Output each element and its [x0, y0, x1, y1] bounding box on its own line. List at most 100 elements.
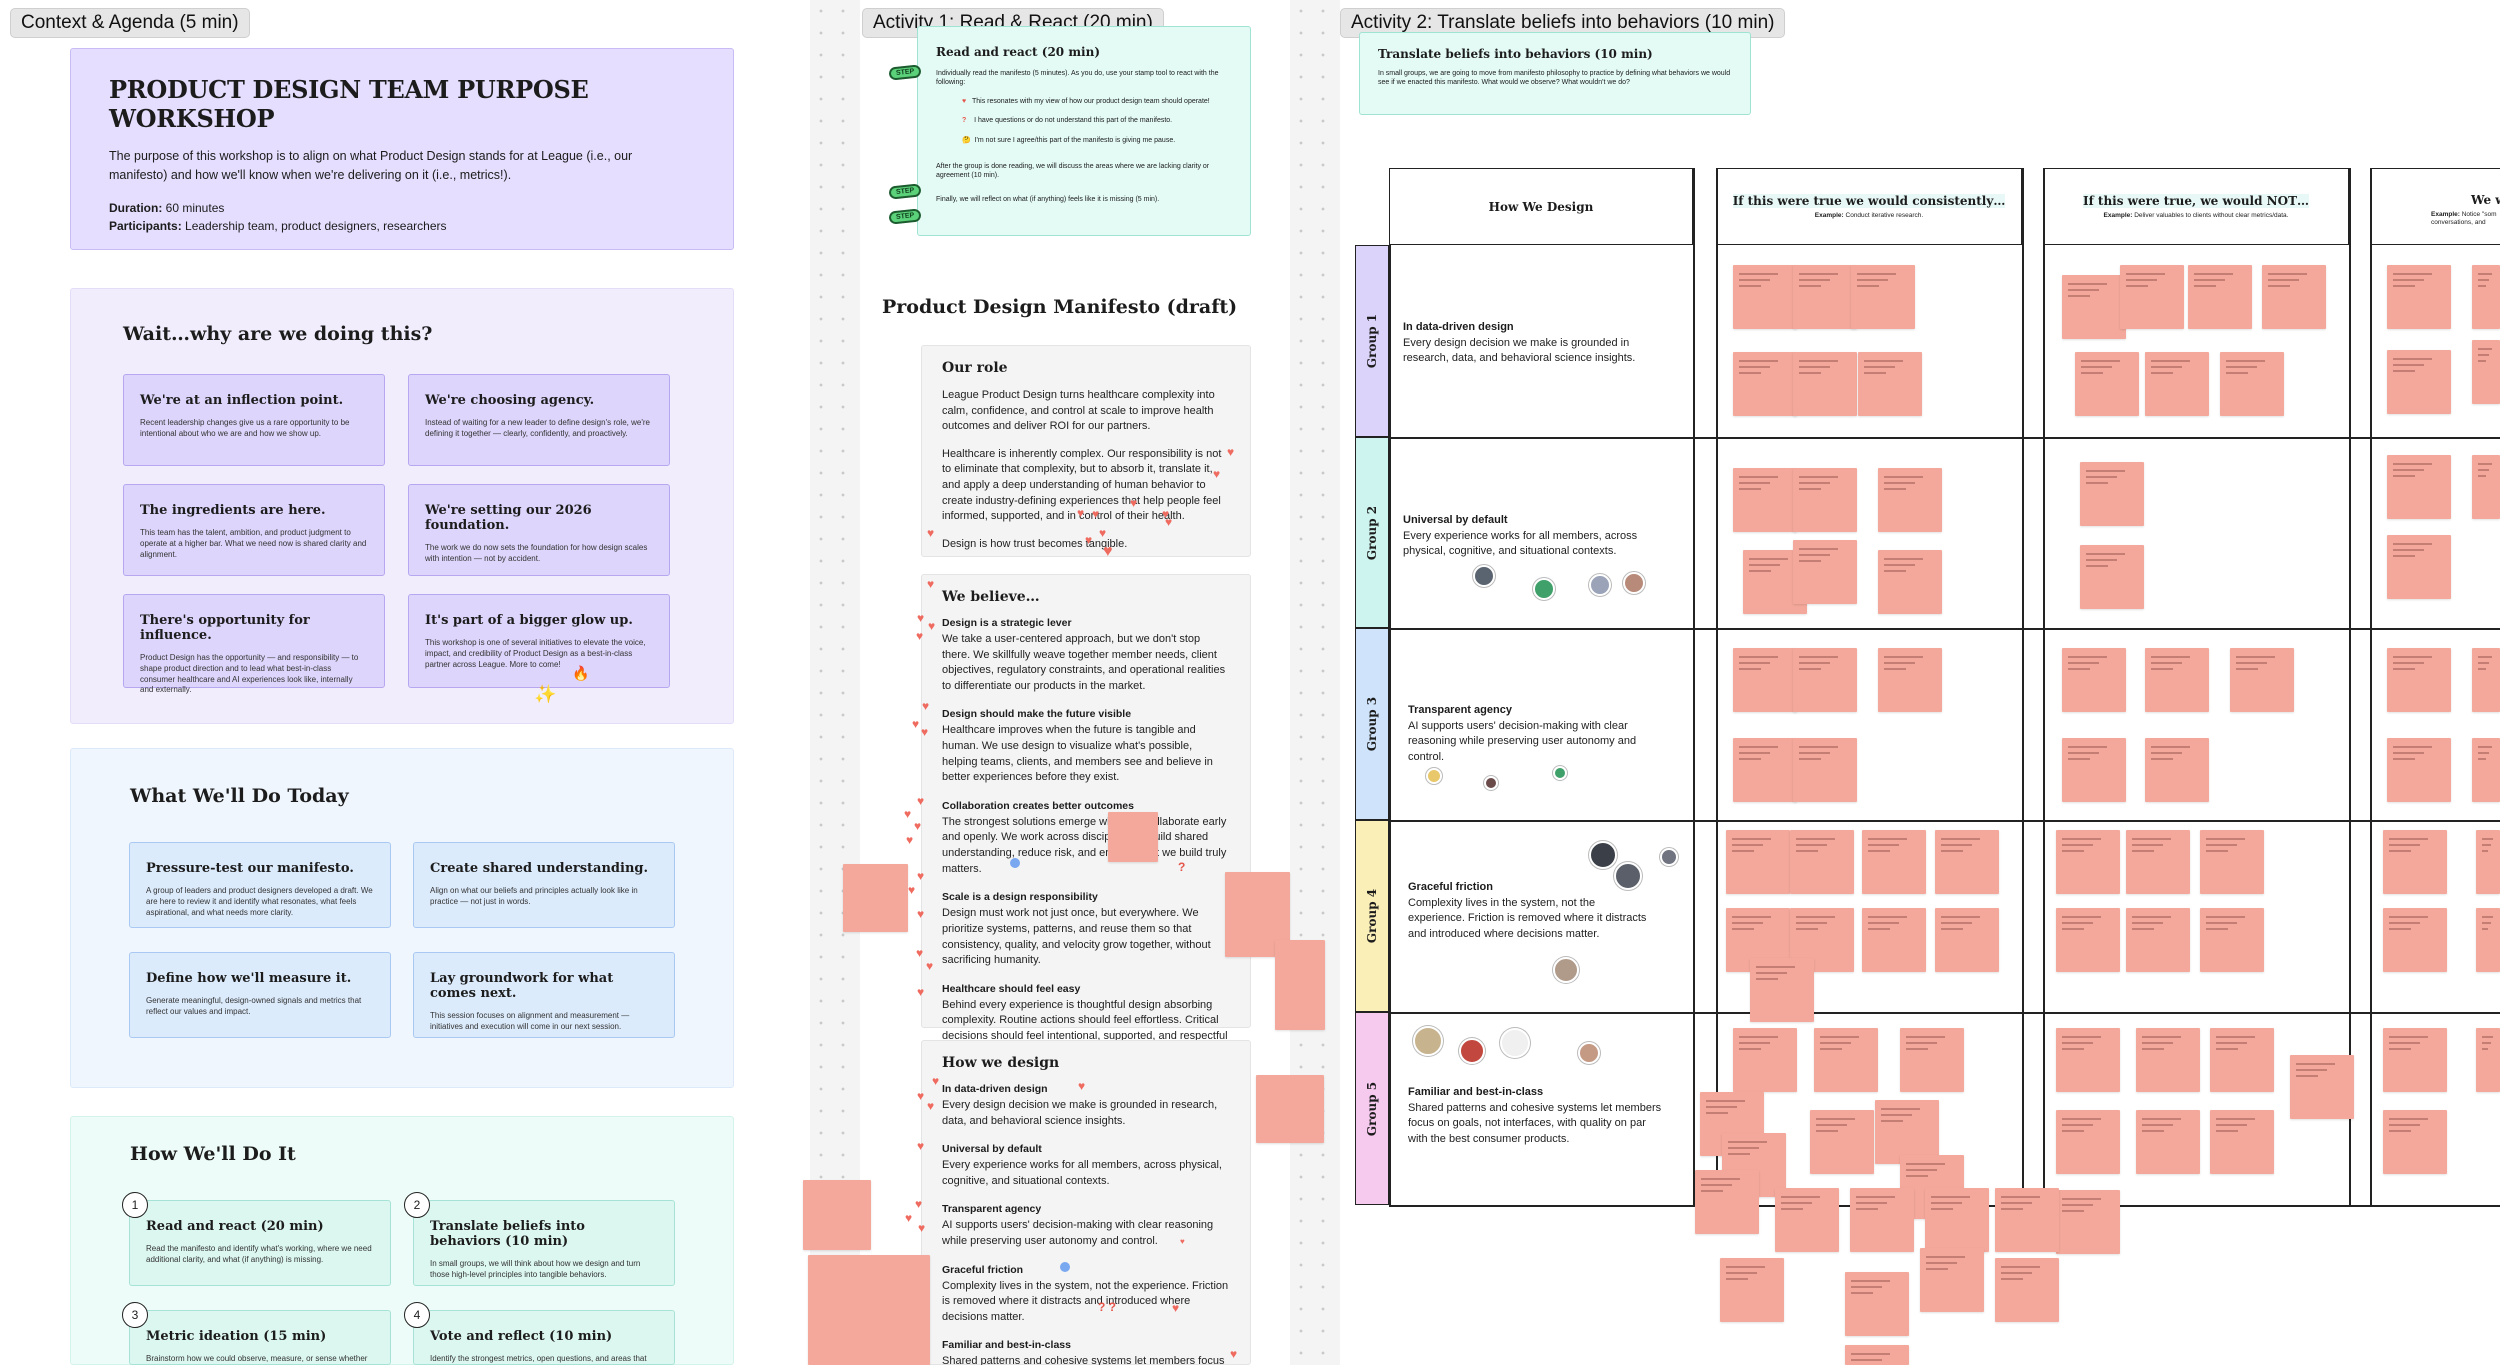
- section-label-context[interactable]: Context & Agenda (5 min): [10, 8, 250, 38]
- behavior-sticky[interactable]: [1720, 1258, 1784, 1322]
- comment-sticky[interactable]: [1256, 1075, 1324, 1143]
- heart-reaction-icon[interactable]: ♥: [917, 1089, 925, 1103]
- behavior-sticky[interactable]: [1862, 908, 1926, 972]
- behavior-sticky[interactable]: [1733, 1028, 1797, 1092]
- behavior-sticky[interactable]: [2383, 830, 2447, 894]
- behavior-sticky[interactable]: [1878, 648, 1942, 712]
- participant-avatar[interactable]: [1533, 578, 1555, 600]
- behavior-sticky[interactable]: [2387, 350, 2451, 414]
- behavior-sticky[interactable]: [2056, 1110, 2120, 1174]
- heart-reaction-icon[interactable]: ♥: [932, 1074, 940, 1088]
- heart-reaction-icon[interactable]: ♥: [922, 699, 930, 713]
- heart-reaction-icon[interactable]: ♥: [927, 577, 935, 591]
- heart-reaction-icon[interactable]: ♥: [917, 869, 925, 883]
- comment-sticky[interactable]: [1108, 812, 1158, 862]
- behavior-sticky[interactable]: [2383, 1028, 2447, 1092]
- comment-sticky[interactable]: [803, 1180, 871, 1250]
- behavior-sticky[interactable]: [2136, 1028, 2200, 1092]
- how-step-4[interactable]: Vote and reflect (10 min)Identify the st…: [413, 1310, 675, 1365]
- heart-reaction-icon[interactable]: ♥: [917, 985, 925, 999]
- behavior-sticky[interactable]: [2383, 908, 2447, 972]
- behavior-sticky[interactable]: [1995, 1258, 2059, 1322]
- today-card-1[interactable]: Pressure-test our manifesto.A group of l…: [129, 842, 391, 928]
- heart-reaction-icon[interactable]: ♥: [921, 725, 929, 739]
- behavior-sticky[interactable]: [2476, 908, 2500, 972]
- activity2-instructions[interactable]: Translate beliefs into behaviors (10 min…: [1359, 32, 1751, 115]
- participant-avatar[interactable]: [1426, 768, 1442, 784]
- behavior-sticky[interactable]: [2210, 1028, 2274, 1092]
- instructions-card[interactable]: Read and react (20 min) Individually rea…: [917, 26, 1251, 236]
- behavior-sticky[interactable]: [2136, 1110, 2200, 1174]
- behavior-sticky[interactable]: [1793, 352, 1857, 416]
- behavior-sticky[interactable]: [1878, 468, 1942, 532]
- behavior-sticky[interactable]: [1733, 468, 1797, 532]
- heart-reaction-icon[interactable]: ♥: [914, 819, 922, 833]
- behavior-sticky[interactable]: [1790, 830, 1854, 894]
- behavior-sticky[interactable]: [2220, 352, 2284, 416]
- heart-reaction-icon[interactable]: ♥: [904, 807, 912, 821]
- heart-reaction-icon[interactable]: ♥: [1180, 1237, 1185, 1246]
- participant-avatar[interactable]: [1553, 766, 1567, 780]
- behavior-sticky[interactable]: [1878, 550, 1942, 614]
- participant-avatar[interactable]: [1459, 1038, 1485, 1064]
- why-card-5[interactable]: There's opportunity for influence.Produc…: [123, 594, 385, 694]
- why-card-1[interactable]: We're at an inflection point.Recent lead…: [123, 374, 385, 466]
- hero-card[interactable]: PRODUCT DESIGN TEAM PURPOSE WORKSHOP The…: [70, 48, 734, 250]
- behavior-sticky[interactable]: [2056, 908, 2120, 972]
- how-step-3[interactable]: Metric ideation (15 min)Brainstorm how w…: [129, 1310, 391, 1365]
- how-step-2[interactable]: Translate beliefs into behaviors (10 min…: [413, 1200, 675, 1286]
- heart-reaction-icon[interactable]: ♥: [905, 1211, 913, 1225]
- behavior-sticky[interactable]: [1845, 1345, 1909, 1365]
- behavior-sticky[interactable]: [1793, 540, 1857, 604]
- heart-reaction-icon[interactable]: ♥: [1213, 467, 1221, 481]
- behavior-sticky[interactable]: [2472, 738, 2500, 802]
- behavior-sticky[interactable]: [2472, 455, 2500, 519]
- heart-reaction-icon[interactable]: ♥: [1085, 533, 1093, 547]
- behavior-sticky[interactable]: [1733, 648, 1797, 712]
- behavior-sticky[interactable]: [1793, 738, 1857, 802]
- why-card-2[interactable]: We're choosing agency.Instead of waiting…: [408, 374, 670, 466]
- behavior-sticky[interactable]: [2200, 830, 2264, 894]
- heart-reaction-icon[interactable]: ♥: [1227, 445, 1235, 459]
- behavior-sticky[interactable]: [2126, 830, 2190, 894]
- participant-avatar[interactable]: [1614, 862, 1642, 890]
- participant-avatar[interactable]: [1589, 574, 1611, 596]
- heart-reaction-icon[interactable]: ♥: [1162, 507, 1170, 521]
- behavior-sticky[interactable]: [1900, 1028, 1964, 1092]
- why-card-6[interactable]: It's part of a bigger glow up.This works…: [408, 594, 670, 688]
- heart-reaction-icon[interactable]: ♥: [918, 1221, 926, 1235]
- behavior-sticky[interactable]: [2472, 340, 2500, 404]
- participant-avatar[interactable]: [1660, 848, 1678, 866]
- today-card-2[interactable]: Create shared understanding.Align on wha…: [413, 842, 675, 928]
- behavior-sticky[interactable]: [1793, 265, 1857, 329]
- participant-avatar[interactable]: [1589, 841, 1617, 869]
- comment-sticky[interactable]: [808, 1255, 930, 1365]
- heart-reaction-icon[interactable]: ♥: [1077, 506, 1085, 520]
- behavior-sticky[interactable]: [2387, 648, 2451, 712]
- heart-reaction-icon[interactable]: ♥: [917, 611, 925, 625]
- behavior-sticky[interactable]: [2056, 1190, 2120, 1254]
- comment-sticky[interactable]: [843, 864, 908, 932]
- behavior-sticky[interactable]: [2056, 830, 2120, 894]
- heart-reaction-icon[interactable]: ♥: [916, 629, 924, 643]
- behavior-sticky[interactable]: [2200, 908, 2264, 972]
- heart-reaction-icon[interactable]: ♥: [917, 907, 925, 921]
- participant-avatar[interactable]: [1473, 565, 1495, 587]
- heart-reaction-icon[interactable]: ♥: [928, 619, 936, 633]
- why-card-4[interactable]: We're setting our 2026 foundation.The wo…: [408, 484, 670, 576]
- behavior-sticky[interactable]: [2188, 265, 2252, 329]
- behavior-sticky[interactable]: [2472, 648, 2500, 712]
- heart-reaction-icon[interactable]: ♥: [916, 946, 924, 960]
- participant-avatar[interactable]: [1553, 957, 1579, 983]
- heart-reaction-icon[interactable]: ♥: [906, 833, 914, 847]
- question-reaction-icon[interactable]: ?: [1178, 860, 1186, 874]
- behavior-sticky[interactable]: [1775, 1188, 1839, 1252]
- participant-avatar[interactable]: [1623, 572, 1645, 594]
- behavior-sticky[interactable]: [1845, 1272, 1909, 1336]
- heart-reaction-icon[interactable]: ♥: [1103, 543, 1113, 560]
- behavior-sticky[interactable]: [1793, 648, 1857, 712]
- heart-reaction-icon[interactable]: ♥: [912, 717, 920, 731]
- behavior-sticky[interactable]: [1695, 1170, 1759, 1234]
- behavior-sticky[interactable]: [2387, 265, 2451, 329]
